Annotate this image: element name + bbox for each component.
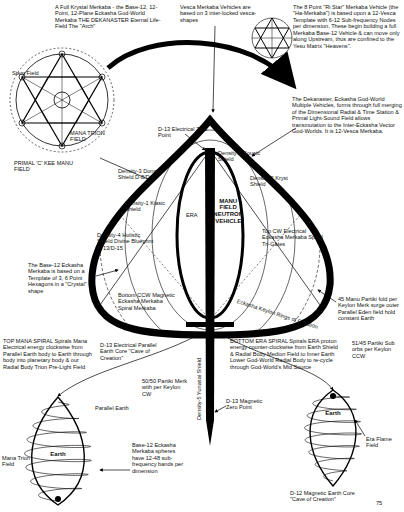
spiral-cone: Earth [18, 395, 98, 507]
cone-outline [310, 390, 356, 486]
node-dot [59, 51, 65, 57]
core-dot [330, 393, 336, 399]
energy-spiral [24, 402, 91, 501]
leader-arrow [213, 26, 215, 112]
node-outline [175, 150, 245, 320]
annotation-text: PRIMAL 'C' KEE MANU FIELD [14, 160, 74, 173]
annotation-text: Base-12 Eckasha Merkaba spheres have 12-… [132, 442, 188, 474]
annotation-text: D-13 Electrical Zero Point [158, 126, 208, 139]
vesica-ellipse: MANU FIELD NEUTRON VEHICLE [175, 150, 245, 320]
annotation-text: TOP MANA SPIRAL Spirals Mana Electrical … [3, 338, 95, 370]
star-merkaba [10, 48, 114, 152]
annotation-text: The Base-12 Eckasha Merkaba is based on … [28, 262, 96, 294]
annotation-text: Density-4 Holistic Shield Divine Bluepri… [97, 232, 155, 251]
center-circle [54, 92, 70, 108]
annotation-text: Density-5 Yunasai Shield [196, 346, 202, 420]
vesica-outline [177, 152, 243, 318]
node-text: Earth [34, 451, 82, 458]
leader-arrow [100, 470, 130, 471]
arch-arrow [108, 43, 292, 84]
axis-crossbar [186, 322, 234, 327]
axis-sword [205, 148, 215, 446]
node-outline [298, 388, 368, 488]
annotation-text: 51/45 Partiki Sub orbs per Keylon CCW [352, 340, 402, 359]
star-circle [252, 18, 292, 58]
annotation-text: Bottom CCW Magnetic Eckasha Merkaba Spir… [118, 292, 176, 311]
node-dot [19, 120, 25, 126]
annotation-text: 75 [376, 500, 396, 506]
annotation-text: Density-1 Kiasic Shield [125, 200, 175, 213]
hexagon [35, 77, 89, 123]
annotation-text: Era Flame Field [366, 436, 402, 449]
annotation-text: A Full Krystal Merkaba - the Base-12, 12… [55, 4, 167, 30]
node-text: MANU FIELD NEUTRON VEHICLE [213, 198, 244, 226]
annotation-text: Mana Trion Field [2, 455, 32, 468]
spiral-cone: Earth [298, 388, 368, 488]
annotation-text: Density-3 Donatic Shield D-8/D-9 [118, 168, 173, 181]
outer-circle [10, 48, 114, 152]
node-dot [99, 120, 105, 126]
annotation-text: ERA [186, 212, 206, 218]
core-dot [55, 496, 61, 502]
annotation-text: Eckasha Keylon Rings of Creation [236, 298, 316, 329]
node-dot [59, 143, 65, 149]
annotation-text: Parallel Earth [95, 405, 135, 411]
annotation-text: Top CW Electrical Eckasha Merkaba Spiral… [262, 228, 324, 247]
star-axis [252, 18, 292, 58]
energy-spiral [305, 396, 362, 481]
annotation-text: D-13 Magnetic Zero Point [226, 398, 272, 411]
node-dot [99, 74, 105, 80]
annotation-text: Vesca Merkaba Vehicles are based on 3 in… [180, 4, 258, 23]
ri-star [252, 18, 292, 58]
leader-arrow [215, 406, 226, 412]
annotation-text: The Dekanaster, Eckasha God-World Multip… [292, 96, 402, 135]
annotation-text: Density-2 Kryst Shield [250, 175, 295, 188]
annotation-text: MANA TRION FIELD [70, 130, 112, 143]
node-text: Earth [312, 410, 354, 417]
annotation-text: 50/50 Partiki Merk with per Keylon CW [142, 378, 188, 397]
annotation-text: BOTTOM ERA SPIRAL Spirals ERA proton ene… [230, 338, 340, 370]
annotation-text: D-13 Electrical Parallel Earth Core "Cav… [100, 342, 162, 361]
annotation-text: 45 Manu Partiki fold per Keylon Merk sur… [338, 296, 402, 322]
leader-arrow [96, 270, 118, 276]
annotation-text: The 8 Point "Ri Star" Merkaba Vehicle (t… [293, 4, 403, 49]
annotation-text: Stem Field [12, 70, 42, 76]
annotation-text: Density-5 Kousic Shield [218, 150, 266, 163]
annotation-text: D-12 Magnetic Earth Core "Cave of Creati… [290, 490, 362, 503]
